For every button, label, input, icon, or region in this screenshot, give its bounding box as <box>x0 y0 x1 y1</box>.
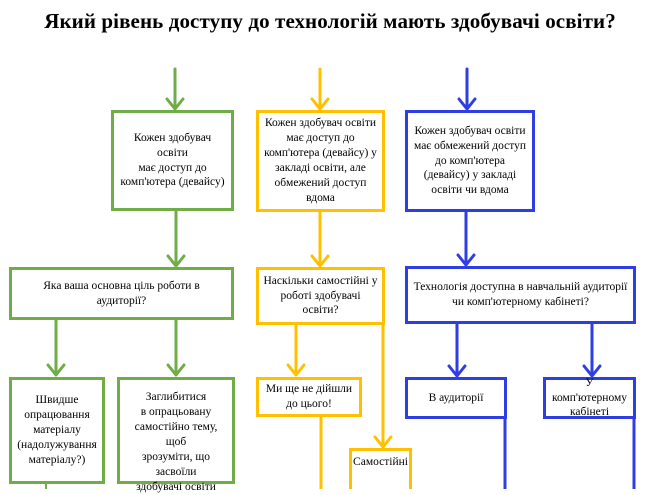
blue-answer-2-label: У комп'ютерному кабінеті <box>551 376 628 419</box>
blue-question-label: Технологія доступна в навчальній аудитор… <box>413 281 628 308</box>
blue-answer-1-label: В аудиторії <box>428 391 484 404</box>
green-question-label: Яка ваша основна ціль роботи в аудиторії… <box>43 279 200 307</box>
green-answer-1-box: Швидше опрацювання матеріалу (надолужува… <box>9 377 105 484</box>
green-answer-2-box: Заглибитися в опрацьовану самостійно тем… <box>117 377 235 493</box>
green-question-box: Яка ваша основна ціль роботи в аудиторії… <box>9 267 234 320</box>
yellow-level1-label: Кожен здобувач освіти має доступ до комп… <box>264 117 377 204</box>
green-answer-1-label: Швидше опрацювання матеріалу (надолужува… <box>17 394 97 466</box>
blue-answer-2-box: У комп'ютерному кабінеті <box>543 377 636 419</box>
yellow-level1-box: Кожен здобувач освіти має доступ до комп… <box>256 110 385 212</box>
green-level1-box: Кожен здобувач освіти має доступ до комп… <box>111 110 234 211</box>
yellow-answer-1-box: Ми ще не дійшли до цього! <box>256 377 362 417</box>
blue-question-box: Технологія доступна в навчальній аудитор… <box>405 266 636 324</box>
green-level1-label: Кожен здобувач освіти має доступ до комп… <box>120 131 225 189</box>
yellow-answer-2-label: Самостійні <box>353 456 408 468</box>
green-answer-2-label: Заглибитися в опрацьовану самостійно тем… <box>134 391 218 493</box>
yellow-answer-2-box: Самостійні <box>349 448 412 489</box>
blue-answer-1-box: В аудиторії <box>405 377 507 419</box>
blue-connectors <box>447 67 636 489</box>
yellow-answer-1-label: Ми ще не дійшли до цього! <box>265 383 353 410</box>
blue-level1-label: Кожен здобувач освіти має обмежений дост… <box>414 124 526 197</box>
yellow-question-box: Наскільки самостійні у роботі здобувачі … <box>256 267 385 325</box>
green-connectors <box>46 67 186 377</box>
blue-level1-box: Кожен здобувач освіти має обмежений дост… <box>405 110 535 212</box>
diagram-title: Який рівень доступу до технологій мають … <box>44 9 616 33</box>
yellow-connectors <box>286 67 393 489</box>
yellow-question-label: Наскільки самостійні у роботі здобувачі … <box>263 274 378 317</box>
